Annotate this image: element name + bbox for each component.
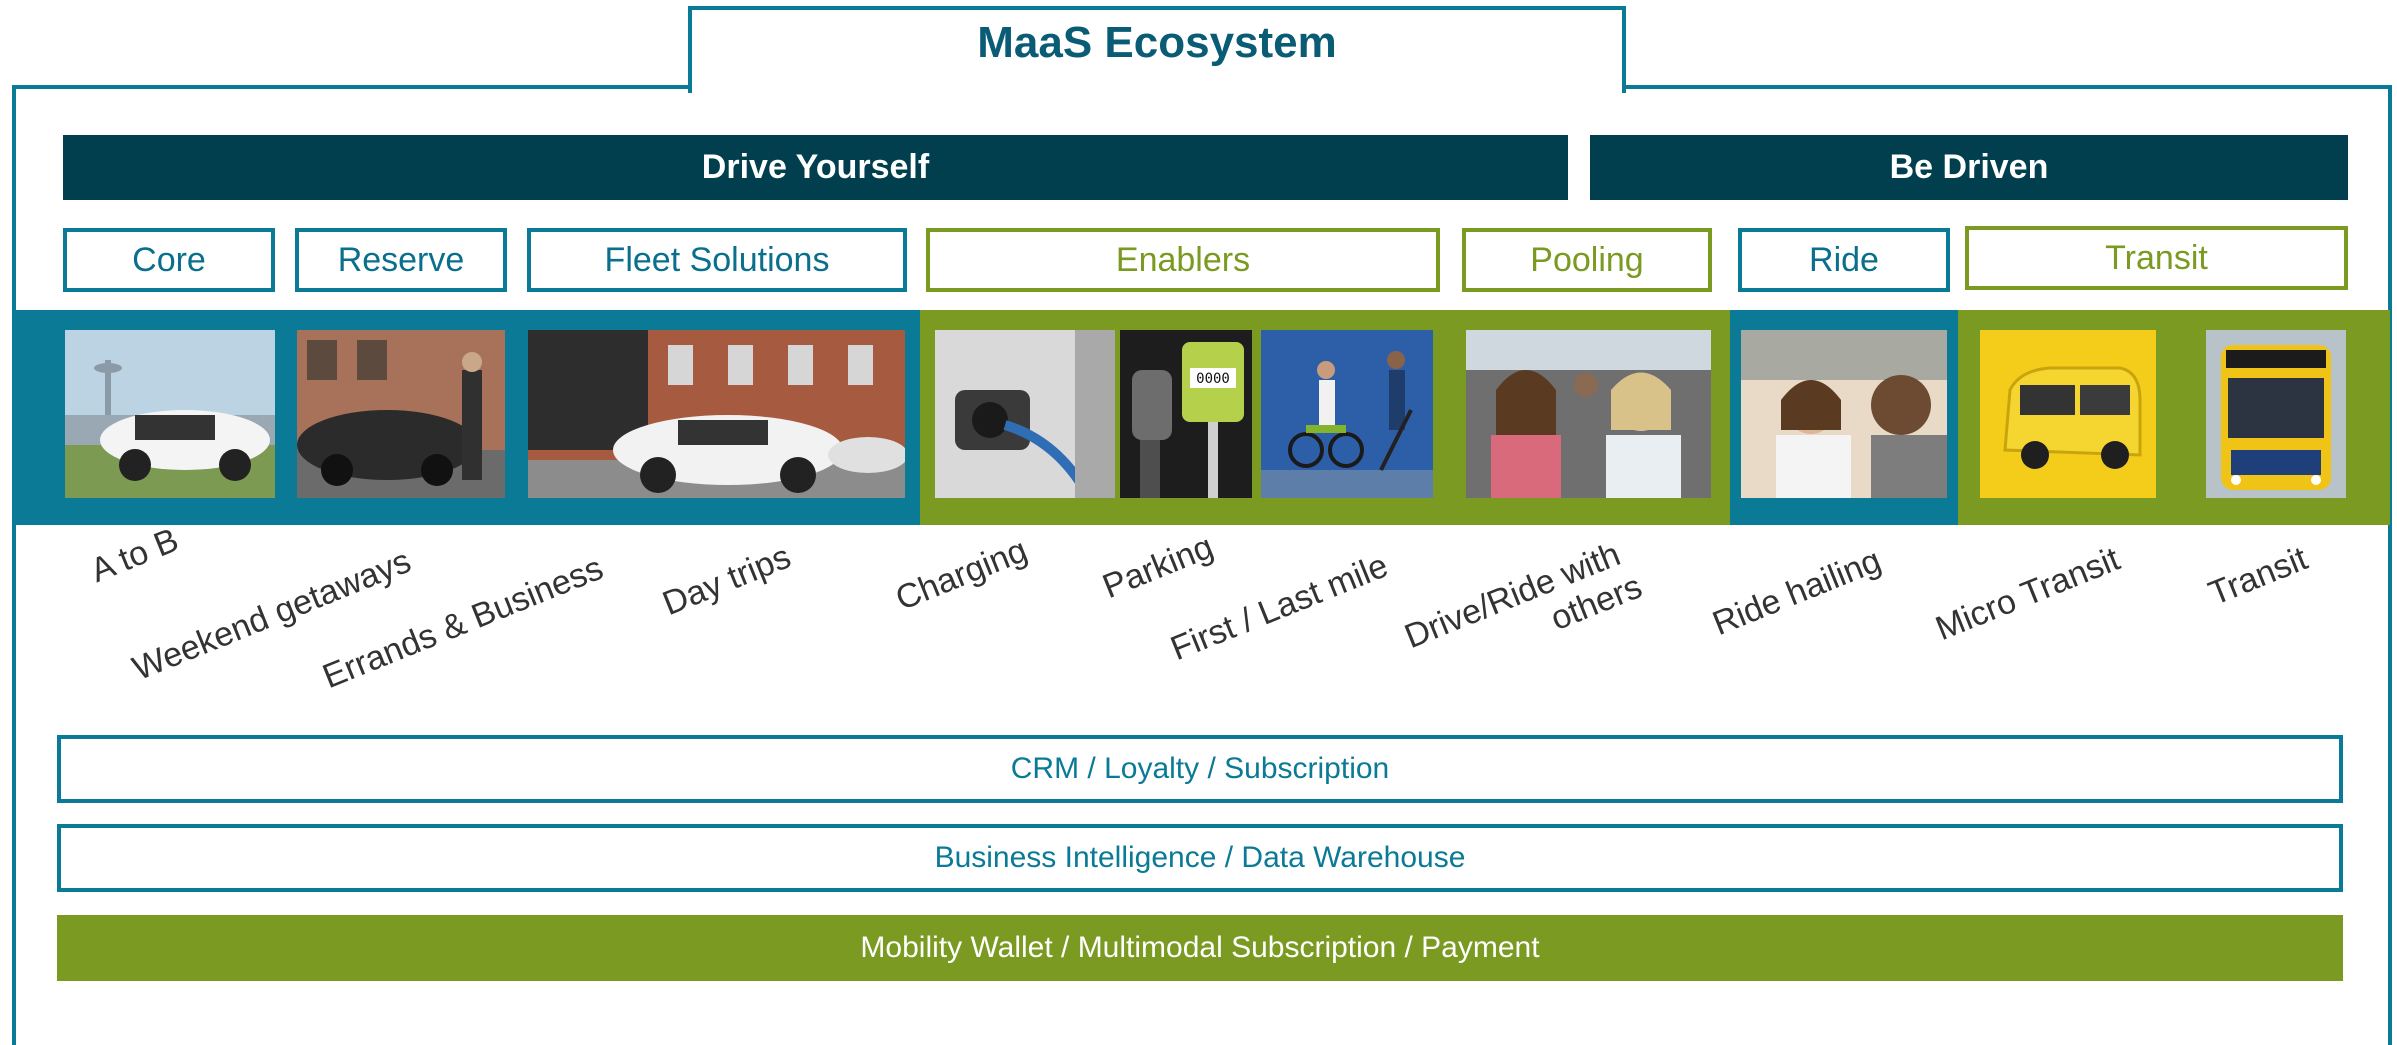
- category-reserve: Reserve: [295, 228, 507, 292]
- category-transit: Transit: [1965, 226, 2348, 290]
- category-pooling: Pooling: [1462, 228, 1712, 292]
- title-tab: [688, 6, 1626, 93]
- page-title: MaaS Ecosystem: [977, 18, 1337, 67]
- micro-transit-photo: [1980, 330, 2156, 498]
- a-to-b-photo: [65, 330, 275, 498]
- category-enablers: Enablers: [926, 228, 1440, 292]
- transit-bus-photo: [2206, 330, 2346, 498]
- charging-photo: [935, 330, 1115, 498]
- errands-business-photo: [528, 330, 905, 498]
- weekend-getaways-photo: [297, 330, 505, 498]
- first-last-mile-photo: [1261, 330, 1433, 498]
- be-driven-band: Be Driven: [1590, 135, 2348, 200]
- category-core: Core: [63, 228, 275, 292]
- drive-ride-with-others-photo: [1466, 330, 1711, 498]
- business-intelligence-bar: Business Intelligence / Data Warehouse: [57, 824, 2343, 892]
- parking-photo: 0000: [1120, 330, 1252, 498]
- svg-text:0000: 0000: [1196, 371, 1230, 387]
- ride-hailing-photo: [1741, 330, 1947, 498]
- mobility-wallet-payment-bar: Mobility Wallet / Multimodal Subscriptio…: [57, 915, 2343, 981]
- crm-loyalty-subscription-bar: CRM / Loyalty / Subscription: [57, 735, 2343, 803]
- drive-yourself-band: Drive Yourself: [63, 135, 1568, 200]
- category-fleet-solutions: Fleet Solutions: [527, 228, 907, 292]
- category-ride: Ride: [1738, 228, 1950, 292]
